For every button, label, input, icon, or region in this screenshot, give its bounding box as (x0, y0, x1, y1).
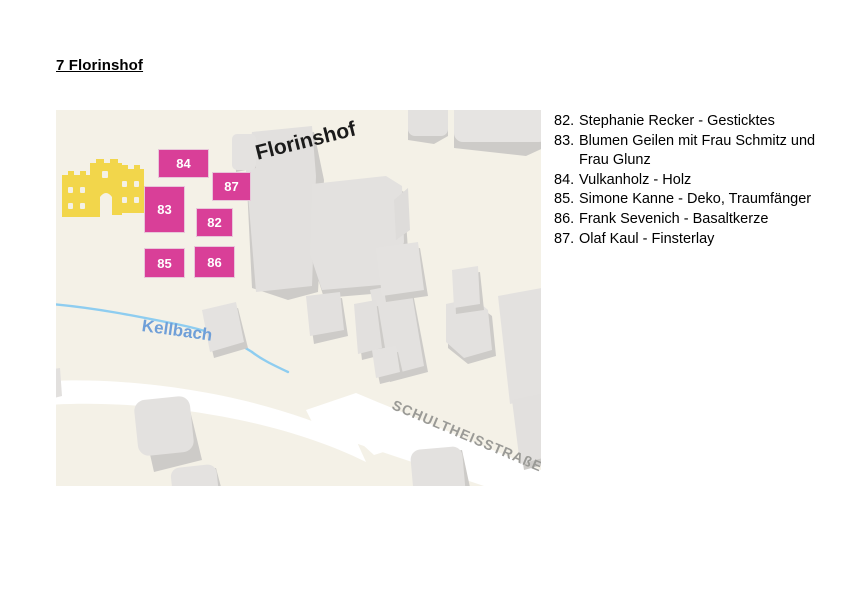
legend-item-label: Frank Sevenich - Basaltkerze (579, 210, 769, 227)
legend-item: 85. Simone Kanne - Deko, Traumfänger (554, 190, 841, 210)
map-marker-86[interactable]: 86 (194, 246, 235, 278)
legend-item: 84. Vulkanholz - Holz (554, 171, 841, 191)
page-title: 7 Florinshof (56, 57, 144, 74)
castle-icon (62, 159, 144, 217)
map-marker-83[interactable]: 83 (144, 186, 185, 233)
map-graphics (56, 110, 541, 486)
legend-list: 82. Stephanie Recker - Gesticktes 83. Bl… (554, 112, 841, 249)
road-network (56, 380, 541, 486)
legend-item-number: 84. (554, 171, 575, 188)
map-marker-87[interactable]: 87 (212, 172, 251, 201)
legend-item-number: 83. (554, 132, 575, 149)
legend-item: 86. Frank Sevenich - Basaltkerze (554, 210, 841, 230)
legend-item-label: Olaf Kaul - Finsterlay (579, 230, 715, 247)
map-canvas[interactable]: Florinshof Kellbach SCHULTHEISSTRAßE 84 … (56, 110, 541, 486)
legend-item: 83. Blumen Geilen mit Frau Schmitz und F… (554, 132, 841, 171)
map-marker-85[interactable]: 85 (144, 248, 185, 278)
legend-item-number: 87. (554, 230, 575, 247)
legend-item-number: 85. (554, 191, 575, 208)
legend-item-number: 82. (554, 113, 575, 129)
map-marker-84[interactable]: 84 (158, 149, 209, 178)
legend-item-label: Simone Kanne - Deko, Traumfänger (579, 191, 812, 208)
legend-item-label: Blumen Geilen mit Frau Schmitz und Frau … (579, 132, 816, 169)
legend-item-label: Stephanie Recker - Gesticktes (579, 113, 775, 129)
legend-item-label: Vulkanholz - Holz (579, 171, 692, 188)
buildings (56, 110, 541, 486)
legend-item-number: 86. (554, 210, 575, 227)
legend-item: 82. Stephanie Recker - Gesticktes (554, 112, 841, 132)
map-marker-82[interactable]: 82 (196, 208, 233, 237)
legend-item: 87. Olaf Kaul - Finsterlay (554, 230, 841, 250)
